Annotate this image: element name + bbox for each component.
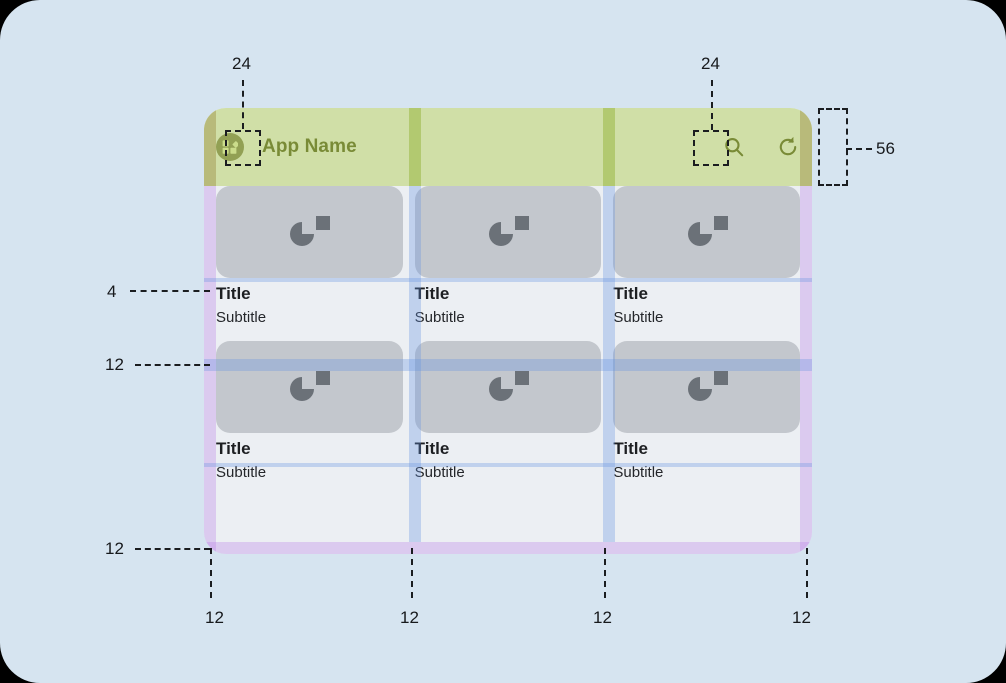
annotation-label-row-gap: 12 [105, 355, 124, 374]
card-subtitle: Subtitle [414, 463, 465, 481]
card-title: Title [613, 439, 648, 459]
card-text: Title Subtitle [415, 433, 602, 484]
annotation-leader-left-padding [210, 548, 212, 598]
card[interactable]: Title Subtitle [613, 341, 801, 484]
annotation-leader-leading-icon [242, 80, 244, 129]
annotation-label-bottom-padding: 12 [105, 539, 124, 558]
image-placeholder-icon [687, 216, 728, 246]
annotation-label-right-padding: 12 [792, 608, 811, 627]
annotation-box-leading-icon [225, 130, 261, 166]
image-placeholder-icon [489, 371, 529, 402]
annotation-label-left-padding: 12 [205, 608, 224, 627]
card-media [414, 341, 602, 434]
image-placeholder-icon [687, 371, 728, 402]
card[interactable]: Title Subtitle [216, 341, 403, 484]
card-row: Title Subtitle Title Subtitle [216, 186, 801, 329]
app-mock-frame: App Name [204, 108, 812, 554]
annotation-leader-row-gap [135, 364, 210, 366]
card-grid: Title Subtitle Title Subtitle [216, 186, 801, 542]
card-title: Title [216, 284, 251, 303]
card-media [216, 186, 403, 278]
card-subtitle: Subtitle [216, 308, 267, 326]
refresh-icon[interactable] [776, 135, 800, 159]
card-subtitle: Subtitle [414, 308, 465, 326]
card-media [216, 341, 403, 434]
image-placeholder-icon [290, 371, 331, 402]
annotation-leader-right-padding [806, 548, 808, 598]
card-subtitle: Subtitle [613, 463, 664, 481]
card-title: Title [216, 439, 251, 459]
card[interactable]: Title Subtitle [414, 186, 602, 329]
annotation-leader-gutter-1 [411, 548, 413, 598]
card[interactable]: Title Subtitle [414, 341, 602, 484]
image-placeholder-icon [290, 216, 331, 246]
card-text: Title Subtitle [415, 278, 602, 329]
annotation-label-gutter-2: 12 [593, 608, 612, 627]
card-subtitle: Subtitle [216, 463, 267, 481]
card-title: Title [613, 284, 648, 303]
card-subtitle: Subtitle [613, 308, 664, 326]
annotation-leader-appbar-height [846, 148, 872, 150]
grid-bottom-padding-overlay [204, 542, 812, 554]
card-text: Title Subtitle [216, 278, 403, 329]
card-title: Title [414, 284, 450, 303]
annotation-leader-gutter-2 [604, 548, 606, 598]
annotation-label-action-icon-size: 24 [701, 54, 720, 73]
app-bar-leading: App Name [216, 133, 357, 161]
annotation-label-media-title-gap: 4 [107, 282, 117, 301]
app-bar-content: App Name [216, 108, 800, 186]
app-bar-actions [722, 135, 800, 159]
annotation-box-appbar-height [818, 108, 848, 186]
annotation-leader-media-title-gap [130, 290, 210, 292]
annotation-leader-action-icon [711, 80, 713, 130]
annotation-leader-bottom-padding [135, 548, 210, 550]
card[interactable]: Title Subtitle [613, 186, 801, 329]
card-media [613, 186, 801, 278]
card-row: Title Subtitle Title Subtitle [216, 341, 801, 484]
app-menu-avatar-icon[interactable] [216, 133, 244, 161]
app-title: App Name [262, 136, 357, 157]
annotation-label-leading-icon-size: 24 [232, 54, 251, 73]
card[interactable]: Title Subtitle [216, 186, 403, 329]
grid-left-padding-overlay [204, 186, 216, 554]
annotation-label-gutter-1: 12 [400, 608, 419, 627]
search-icon[interactable] [722, 135, 746, 159]
card-text: Title Subtitle [613, 433, 800, 484]
card-media [414, 186, 602, 278]
app-bar: App Name [204, 108, 812, 186]
annotation-box-search-icon [693, 130, 729, 166]
card-text: Title Subtitle [216, 433, 403, 484]
card-media [613, 341, 801, 434]
grid-right-padding-overlay [800, 186, 812, 554]
card-title: Title [414, 439, 450, 459]
annotation-label-appbar-height: 56 [876, 139, 895, 158]
image-placeholder-icon [489, 216, 529, 246]
card-text: Title Subtitle [613, 278, 800, 329]
